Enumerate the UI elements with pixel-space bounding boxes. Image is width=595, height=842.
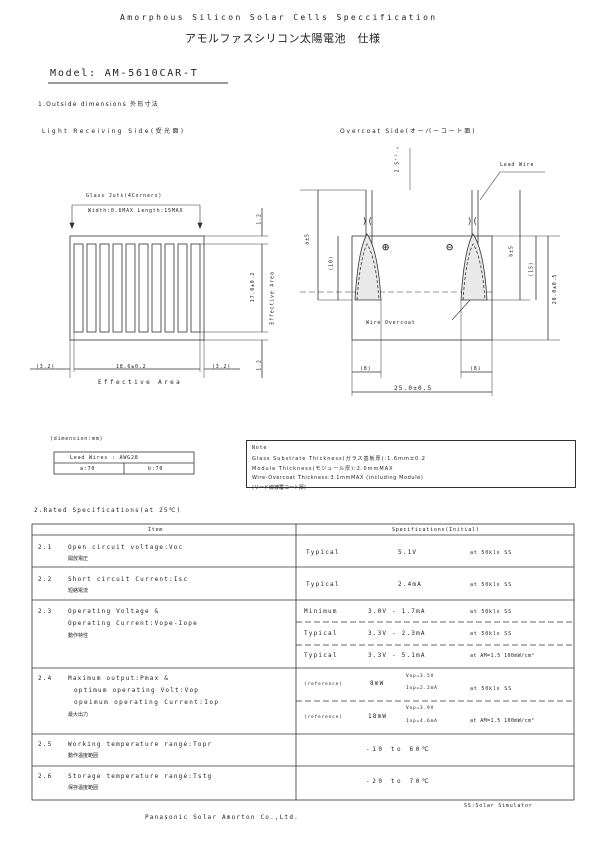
note-box xyxy=(246,440,576,488)
dim-17-0: 17.0±0.2 xyxy=(250,271,257,303)
lead-wire-table xyxy=(53,451,195,475)
svg-text:)(: )( xyxy=(362,217,373,227)
dim-15: (15) xyxy=(528,261,535,277)
row-2-4-cond-1: at 50klx SS xyxy=(470,686,512,692)
row-2-3-value-1: 3.0V - 1.7mA xyxy=(368,608,426,615)
note-line-2: Module Thickness(モジュール厚):2.0mmMAX xyxy=(252,466,394,472)
row-2-2-num: 2.2 xyxy=(38,576,53,583)
row-2-1-cond: at 50klx SS xyxy=(470,550,512,556)
row-2-3-cond-3: at AM=1.5 100mW/cm² xyxy=(470,653,535,659)
row-2-4-iop-1: Iop=2.2mA xyxy=(406,686,438,691)
row-2-4-jp: 最大出力 xyxy=(68,712,89,718)
row-2-4-kind-2: (reference) xyxy=(304,715,343,720)
row-2-4-num: 2.4 xyxy=(38,675,53,682)
section1-heading: 1.Outside dimensions 外形寸法 xyxy=(38,101,159,108)
note-line-3: Wire-Overcoat Thickness:3.1mmMAX (includ… xyxy=(252,475,424,481)
overcoat-side-label: Overcoat Side(オーバーコート面) xyxy=(340,128,477,135)
row-2-3-kind-3: Typical xyxy=(304,652,338,659)
svg-text:)(: )( xyxy=(467,217,478,227)
row-2-3-value-3: 3.3V - 5.1mA xyxy=(368,652,426,659)
document-title-english: Amorphous Silicon Solar Cells Speccifica… xyxy=(120,13,438,22)
dim-3-2-right: (3.2) xyxy=(212,364,232,370)
spec-table-grid xyxy=(31,523,575,801)
effective-area-vertical: Effective Area xyxy=(269,271,276,325)
note-title: Note xyxy=(252,445,268,451)
row-2-3-kind-2: Typical xyxy=(304,630,338,637)
row-2-3-item2: Operating Current:Vope-Iope xyxy=(68,620,198,627)
section2-heading: 2.Rated Specifications(at 25℃) xyxy=(34,507,182,514)
row-2-4-vop-2: Vop=3.9V xyxy=(406,706,435,711)
row-2-4-cond-2: at AM=1.5 100mW/cm² xyxy=(470,718,535,724)
col-item-header: Item xyxy=(148,527,164,533)
dim-8-left: (8) xyxy=(360,366,372,372)
light-side-label: Light Receiving Side(受光面) xyxy=(42,128,186,135)
row-2-3-cond-2: at 50klx SS xyxy=(470,631,512,637)
row-2-4-kind-1: (reference) xyxy=(304,682,343,687)
dim-a: a±5 xyxy=(304,233,311,245)
dimension-unit: (dimension:mm) xyxy=(50,436,104,442)
row-2-2-kind: Typical xyxy=(306,581,340,588)
dim-1-2-top: 1.2 xyxy=(256,213,263,225)
row-2-3-item: Operating Voltage & xyxy=(68,608,160,615)
dim-3-2-left: (3.2) xyxy=(36,364,56,370)
row-2-3-cond-1: at 50klx SS xyxy=(470,609,512,615)
dim-10: (10) xyxy=(328,255,335,271)
effective-area-horizontal: Effective Area xyxy=(98,379,183,386)
row-2-1-value: 5.1V xyxy=(398,549,418,556)
glass-juts-label: Glass Juts(4Corners) xyxy=(86,193,163,199)
row-2-4-item3: opeimum operating Current:Iop xyxy=(74,699,220,706)
row-2-6-value: -20 to 70℃ xyxy=(366,778,432,785)
row-2-1-jp: 開放電圧 xyxy=(68,556,89,562)
col-spec-header: Specifications(Initial) xyxy=(392,527,480,533)
dim-1-2-bottom: 1.2 xyxy=(256,359,263,371)
lead-wire-label: Lead Wire xyxy=(500,162,535,168)
row-2-3-kind-1: Minimum xyxy=(304,608,338,615)
row-2-5-item: Working temperature range:Topr xyxy=(68,741,213,748)
lead-wires-header: Lead Wires : AWG28 xyxy=(70,455,139,461)
note-line-1: Glass Substrate Thickness(ガラス基板厚):1.6mm±… xyxy=(252,456,426,462)
dim-8-right: (8) xyxy=(470,366,482,372)
row-2-6-num: 2.6 xyxy=(38,773,53,780)
row-2-2-jp: 短絡電流 xyxy=(68,588,89,594)
wire-overcoat-label: Wire Overcoat xyxy=(366,320,416,326)
row-2-2-cond: at 50klx SS xyxy=(470,582,512,588)
dim-18-6: 18.6±0.2 xyxy=(116,364,147,370)
row-2-6-jp: 保存温度範囲 xyxy=(68,785,99,791)
row-2-4-item2: optimum operating Volt:Vop xyxy=(74,687,200,694)
row-2-5-value: -10 to 60℃ xyxy=(366,746,432,753)
dim-2-5: 2.5⁺¹₋₀ xyxy=(394,145,401,173)
dim-b: b±5 xyxy=(508,245,515,257)
glass-juts-dims: Width:0.6MAX Length:15MAX xyxy=(88,208,184,214)
row-2-3-jp: 動作特性 xyxy=(68,633,89,639)
row-2-2-item: Short circuit Current:Isc xyxy=(68,576,189,583)
overcoat-side-drawing: )( )( xyxy=(300,148,560,396)
row-2-3-num: 2.3 xyxy=(38,608,53,615)
solar-simulator-footnote: SS:Solar Simulator xyxy=(464,803,533,809)
row-2-3-value-2: 3.3V - 2.3mA xyxy=(368,630,426,637)
row-2-5-jp: 動作温度範囲 xyxy=(68,753,99,759)
company-footer: Panasonic Solar Amorton Co.,Ltd. xyxy=(145,814,299,821)
row-2-4-item: Maximum output:Pmax & xyxy=(68,675,170,682)
dim-25-0: 25.0±0.5 xyxy=(394,385,433,392)
model-number: Model: AM-5610CAR-T xyxy=(50,68,199,79)
row-2-4-vop-1: Vop=3.5V xyxy=(406,674,435,679)
lead-wire-a: a:70 xyxy=(80,466,96,472)
row-2-2-value: 2.4mA xyxy=(398,581,423,588)
row-2-5-num: 2.5 xyxy=(38,741,53,748)
row-2-1-item: Open circuit voltage:Voc xyxy=(68,544,184,551)
plus-terminal-icon: ⊕ xyxy=(382,240,391,254)
row-2-4-value-2: 18mW xyxy=(368,713,388,720)
row-2-6-item: Storage temperature range:Tstg xyxy=(68,773,213,780)
document-title-japanese: アモルファスシリコン太陽電池 仕様 xyxy=(185,32,381,45)
lead-wire-b: b:70 xyxy=(148,466,164,472)
light-receiving-side-drawing xyxy=(30,204,268,378)
note-line-4: (リード線被覆コート厚) xyxy=(252,485,306,491)
row-2-4-iop-2: Iop=4.6mA xyxy=(406,719,438,724)
row-2-1-kind: Typical xyxy=(306,549,340,556)
row-2-1-num: 2.1 xyxy=(38,544,53,551)
dim-20-0: 20.0±0.5 xyxy=(552,273,559,305)
minus-terminal-icon: ⊖ xyxy=(446,240,455,254)
row-2-4-value-1: 8mW xyxy=(370,680,385,687)
